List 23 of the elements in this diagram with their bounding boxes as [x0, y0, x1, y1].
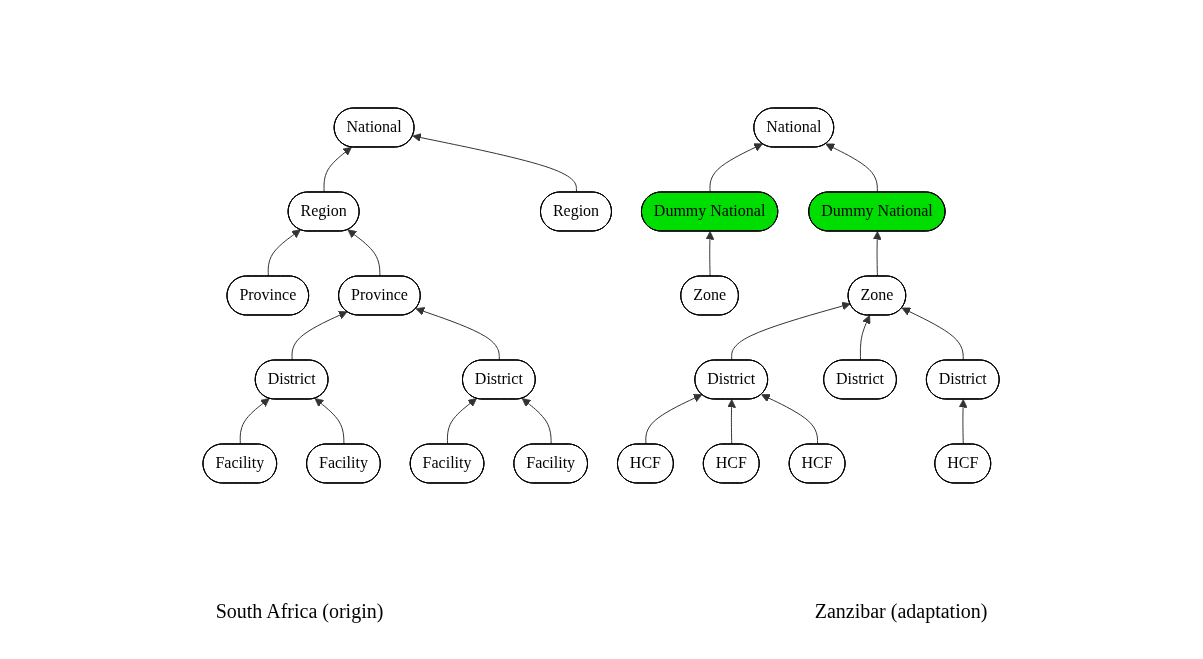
arrow: [959, 398, 968, 445]
arrow: [705, 230, 715, 277]
arrow: [731, 301, 852, 361]
arrow: [291, 310, 348, 361]
arrow: [240, 397, 271, 445]
arrow: [522, 397, 553, 445]
arrow: [825, 143, 879, 193]
arrow: [416, 306, 501, 361]
arrow: [447, 397, 478, 445]
arrow: [412, 132, 578, 193]
arrow: [727, 398, 737, 445]
arrow: [347, 228, 381, 277]
arrow: [902, 307, 965, 361]
arrow: [873, 230, 883, 277]
arrow: [268, 228, 302, 277]
arrow: [315, 397, 345, 445]
arrow: [323, 146, 353, 193]
arrow: [709, 142, 764, 193]
caption-text: Zanzibar (adaptation): [814, 600, 988, 623]
arrow: [645, 393, 703, 445]
arrow: [860, 314, 871, 361]
arrow: [761, 393, 819, 445]
caption-text: South Africa (origin): [215, 600, 384, 623]
